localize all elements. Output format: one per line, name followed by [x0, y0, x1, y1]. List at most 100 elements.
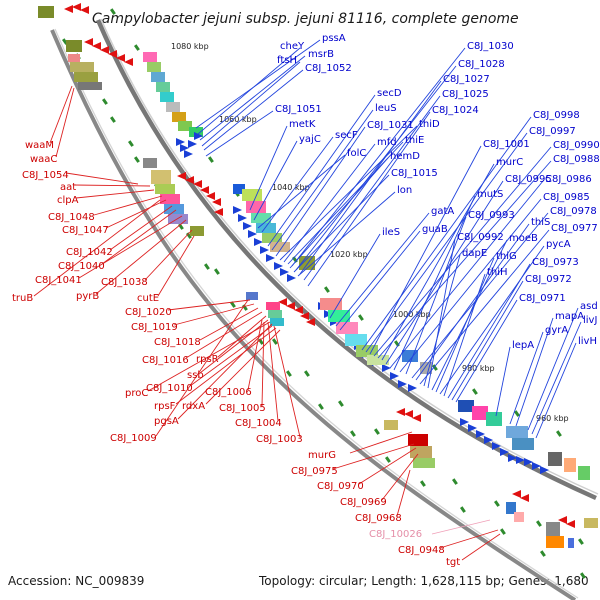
feature-box: [328, 310, 350, 322]
feature-box: [506, 502, 516, 514]
feature-box: [408, 434, 428, 446]
feature-box: [384, 420, 398, 430]
gene-label-ileS: ileS: [382, 227, 400, 238]
gene-label-C8J_1001: C8J_1001: [483, 139, 530, 150]
tick-dot: [514, 410, 520, 417]
forward-leader: [303, 95, 441, 281]
gene-label-lon: lon: [397, 185, 412, 196]
kbp-tick-1060: 1060 kbp: [219, 115, 257, 124]
forward-leader: [197, 47, 301, 135]
reverse-leader: [167, 299, 251, 311]
gene-label-C8J_0973: C8J_0973: [532, 257, 579, 268]
gene-arrow: [524, 458, 533, 466]
kbp-tick-labels: 1080 kbp 1060 kbp 1040 kbp 1020 kbp 1000…: [171, 42, 569, 423]
feature-box: [268, 310, 282, 318]
gene-label-C8J_1005: C8J_1005: [219, 403, 266, 414]
tick-dot: [472, 388, 478, 395]
forward-leader: [427, 238, 456, 389]
feature-box: [506, 426, 528, 438]
gene-label-pycA: pycA: [546, 239, 571, 250]
forward-leader: [447, 263, 531, 399]
gene-label-C8J_0986: C8J_0986: [545, 174, 592, 185]
forward-leader: [295, 65, 457, 271]
tick-dot: [349, 430, 356, 437]
gene-label-thiH: thiH: [487, 267, 508, 278]
gene-label-thiS: thiS: [531, 217, 550, 228]
gene-label-mutS: mutS: [477, 189, 503, 200]
feature-box: [242, 189, 262, 201]
forward-leader: [405, 216, 467, 375]
gene-arrow: [460, 418, 469, 426]
forward-leader: [495, 346, 511, 417]
gene-arrow: [476, 430, 485, 438]
reverse-leader: [199, 319, 269, 374]
forward-leader: [201, 61, 301, 147]
gene-label-C8J_1038: C8J_1038: [101, 277, 148, 288]
forward-leader: [203, 69, 304, 151]
gene-label-tgt: tgt: [446, 557, 460, 568]
feature-box: [486, 412, 502, 426]
gene-arrow: [540, 466, 549, 474]
kbp-tick-960: 960 kbp: [536, 414, 569, 423]
gene-arrow: [286, 302, 295, 310]
tick-dot: [556, 430, 562, 437]
gene-label-C8J_10026: C8J_10026: [369, 529, 422, 540]
genome-backbone-inner-highlight: [54, 28, 579, 599]
gene-label-yajC: yajC: [299, 134, 321, 145]
forward-gene-labels: pssA cheY msrB ftsH C8J_1052 C8J_1030 C8…: [275, 33, 600, 351]
gene-arrow: [508, 454, 517, 462]
gene-arrow: [390, 372, 399, 380]
gene-arrow: [520, 494, 529, 502]
forward-leader: [253, 140, 298, 221]
forward-leader: [261, 136, 334, 233]
feature-box: [143, 158, 157, 168]
tick-dot: [229, 301, 236, 308]
gene-arrow: [274, 262, 283, 270]
tick-dot: [432, 364, 438, 371]
gene-label-C8J_0985: C8J_0985: [543, 192, 590, 203]
forward-leader: [531, 321, 582, 435]
gene-label-dapE: dapE: [462, 248, 487, 259]
reverse-leader: [199, 307, 259, 341]
forward-leader: [423, 254, 461, 387]
gene-label-leuS: leuS: [375, 103, 397, 114]
feature-box: [166, 102, 180, 112]
feature-box: [66, 40, 82, 52]
forward-strand-features: [143, 52, 590, 480]
gene-label-livJ: livJ: [583, 315, 597, 326]
gene-label-gyrA: gyrA: [545, 325, 568, 336]
forward-leader-lines: [195, 39, 582, 439]
forward-leader: [435, 257, 495, 393]
reverse-leader: [461, 533, 501, 561]
gene-label-C8J_1015: C8J_1015: [391, 168, 438, 179]
gene-label-clpA: clpA: [57, 195, 79, 206]
gene-arrow: [396, 408, 405, 416]
feature-box: [546, 522, 560, 536]
reverse-leader-lines: [33, 85, 501, 561]
reverse-block-1000: [246, 292, 284, 326]
tick-dot: [128, 140, 134, 147]
tick-dot: [452, 478, 458, 485]
gene-label-pgsA: pgsA: [154, 416, 179, 427]
feature-box: [246, 201, 266, 213]
feature-box: [156, 82, 170, 92]
gene-label-C8J_0993: C8J_0993: [468, 210, 515, 221]
gene-label-C8J_1010: C8J_1010: [146, 383, 193, 394]
gene-arrow: [532, 462, 541, 470]
gene-label-C8J_1016: C8J_1016: [142, 355, 189, 366]
gene-label-asd: asd: [580, 301, 598, 312]
gene-label-C8J_1030: C8J_1030: [467, 41, 514, 52]
reverse-leader: [49, 85, 73, 144]
reverse-leader: [147, 321, 271, 392]
gene-label-truB: truB: [12, 293, 33, 304]
feature-box: [70, 62, 94, 72]
genome-backbone-highlight: [100, 18, 599, 495]
gene-arrow: [484, 436, 493, 444]
feature-box: [262, 233, 282, 243]
gene-label-secD: secD: [377, 88, 402, 99]
gene-arrow: [180, 144, 189, 152]
feature-box: [172, 112, 186, 122]
gene-label-C8J_1018: C8J_1018: [154, 337, 201, 348]
forward-leader: [443, 273, 486, 397]
gene-label-thiE: thiE: [405, 135, 424, 146]
